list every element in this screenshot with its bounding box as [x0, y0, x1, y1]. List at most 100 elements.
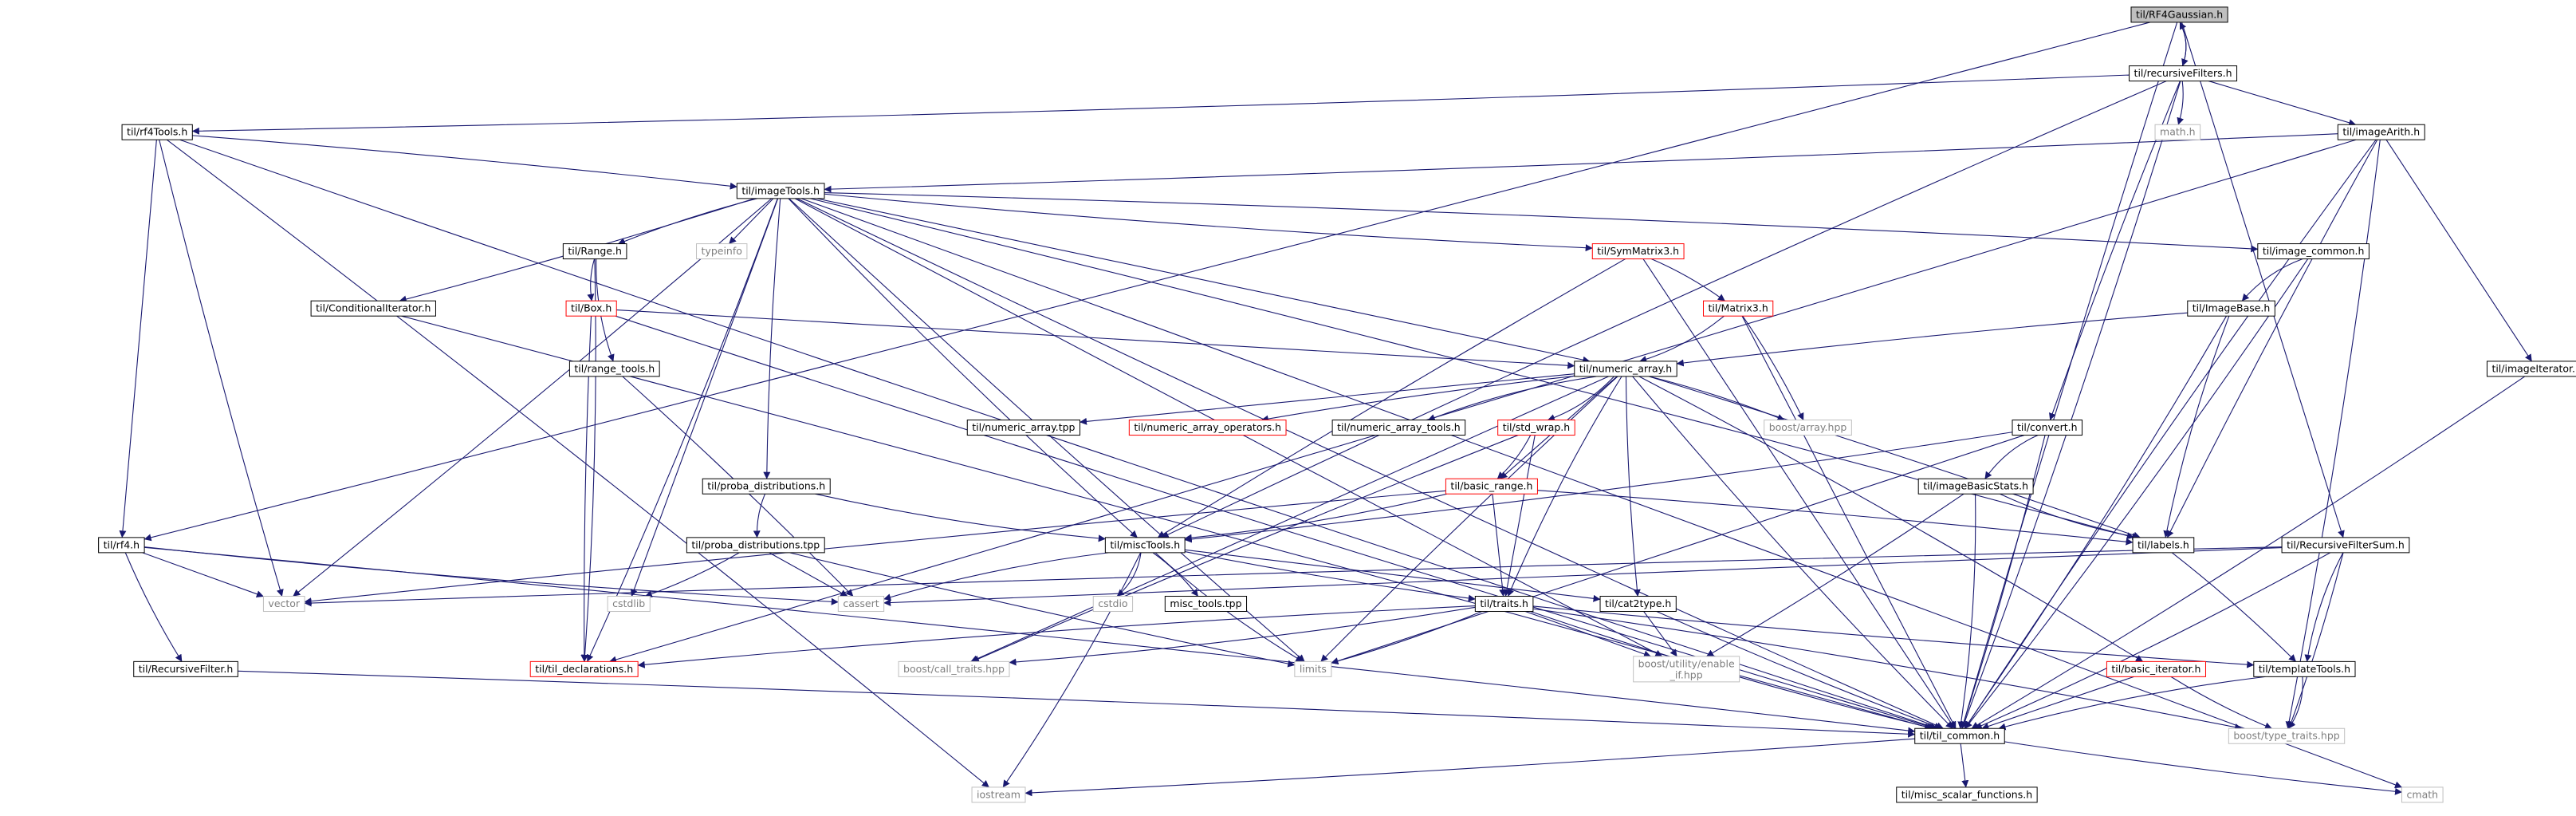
- edge-imageTools-to-numeric_array: [816, 198, 1591, 364]
- node-misctools[interactable]: til/miscTools.h: [1104, 537, 1186, 554]
- node-box: [2257, 243, 2370, 260]
- node-imageiterator[interactable]: til/imageIterator.h: [2486, 361, 2576, 377]
- node-cassert: cassert: [837, 596, 885, 613]
- node-til-declarations[interactable]: til/til_declarations.h: [529, 660, 639, 677]
- node-imagetools[interactable]: til/imageTools.h: [736, 183, 825, 199]
- node-box: [607, 596, 651, 613]
- node-label: til/rf4.h: [104, 538, 140, 550]
- node-label: boost/utility/enable: [1638, 657, 1735, 669]
- node-label: til/til_common.h: [1920, 730, 2000, 742]
- node-label: til/ConditionalIterator.h: [316, 302, 431, 314]
- node-label: til/image_common.h: [2263, 245, 2365, 257]
- node-label: cmath: [2407, 788, 2439, 800]
- node-boost-array: boost/array.hpp: [1764, 420, 1852, 436]
- edge-SymMatrix3-to-til_common: [1642, 258, 1956, 729]
- node-range-tools[interactable]: til/range_tools.h: [568, 361, 660, 377]
- node-labels[interactable]: til/labels.h: [2132, 537, 2195, 554]
- node-label: til/ImageBase.h: [2193, 302, 2271, 314]
- node-imagearith[interactable]: til/imageArith.h: [2337, 124, 2425, 140]
- node-range[interactable]: til/Range.h: [562, 243, 627, 260]
- node-label: til/imageArith.h: [2342, 126, 2420, 138]
- node-conditionaliterator[interactable]: til/ConditionalIterator.h: [310, 300, 436, 317]
- node-imagebase[interactable]: til/ImageBase.h: [2187, 300, 2275, 317]
- node-label: til/RF4Gaussian.h: [2136, 8, 2223, 20]
- node-recursivefiltersum[interactable]: til/RecursiveFilterSum.h: [2281, 537, 2410, 554]
- node-box: [121, 124, 193, 140]
- edge-rf4Tools-to-imageTools: [192, 135, 737, 190]
- node-label: til/basic_range.h: [1450, 480, 1532, 492]
- edge-convert-to-imageBasicStats: [1984, 435, 2039, 479]
- node-label: boost/call_traits.hpp: [903, 663, 1005, 675]
- node-numeric-array-tpp[interactable]: til/numeric_array.tpp: [966, 420, 1081, 436]
- edge-miscTools-to-cat2type: [1185, 549, 1601, 602]
- node-recursivefilters[interactable]: til/recursiveFilters.h: [2129, 65, 2238, 82]
- node-label: til/proba_distributions.h: [707, 480, 825, 492]
- node-label: til/Range.h: [568, 245, 622, 257]
- node-til-common[interactable]: til/til_common.h: [1914, 727, 2005, 744]
- node-misc-tools-tpp[interactable]: misc_tools.tpp: [1164, 596, 1248, 613]
- edge-numeric_array-to-std_wrap: [1547, 376, 1614, 421]
- node-math: math.h: [2154, 124, 2201, 140]
- node-numeric-array-tools[interactable]: til/numeric_array_tools.h: [1331, 420, 1466, 436]
- node-matrix3[interactable]: til/Matrix3.h: [1703, 300, 1774, 317]
- node-box: [133, 660, 238, 677]
- node-cat2type[interactable]: til/cat2type.h: [1599, 596, 1677, 613]
- edge-basic_range-to-labels: [1537, 490, 2134, 546]
- edge-recursiveFilters-to-RF4Gaussian: [2179, 22, 2187, 66]
- edge-ImageBase-to-til_common: [1964, 315, 2227, 729]
- node-misc-scalar-functions[interactable]: til/misc_scalar_functions.h: [1896, 786, 2038, 803]
- node-convert[interactable]: til/convert.h: [2012, 420, 2083, 436]
- edge-basic_iterator-to-til_common: [1981, 676, 2134, 730]
- node-label: cstdlib: [612, 597, 645, 609]
- node-box: [1294, 660, 1332, 677]
- edge-basic_iterator-to-boost_type_traits: [2170, 676, 2272, 730]
- node-rf4[interactable]: til/rf4.h: [98, 537, 145, 554]
- edge-traits-to-templateTools: [1532, 605, 2255, 668]
- edge-rf4Tools-to-vector: [159, 140, 284, 597]
- node-proba-distributions[interactable]: til/proba_distributions.h: [702, 478, 831, 495]
- edge-miscTools-to-cstdio: [1116, 552, 1142, 597]
- node-box: [1764, 420, 1852, 436]
- edge-imageTools-to-Range: [617, 198, 758, 245]
- node-label: til/numeric_array_tools.h: [1337, 421, 1461, 433]
- node-rf4tools[interactable]: til/rf4Tools.h: [121, 124, 193, 140]
- edge-std_wrap-to-boost_call_traits: [972, 435, 1519, 663]
- node-templatetools[interactable]: til/templateTools.h: [2253, 660, 2356, 677]
- node-box: [696, 243, 748, 260]
- edge-numeric_array-to-numeric_array_tools: [1427, 376, 1597, 421]
- node-label: til/numeric_array_operators.h: [1134, 421, 1281, 433]
- node-basic-range[interactable]: til/basic_range.h: [1445, 478, 1538, 495]
- node-label: til/miscTools.h: [1110, 538, 1180, 550]
- node-label: til/imageTools.h: [741, 184, 820, 196]
- node-symmatrix3[interactable]: til/SymMatrix3.h: [1591, 243, 1685, 260]
- edge-imageTools-to-proba_distributions: [763, 198, 781, 479]
- node-box: [702, 478, 831, 495]
- edge-til_common-to-misc_scalar_functions: [1960, 743, 1969, 788]
- node-box: [529, 660, 639, 677]
- node-label: til/Box.h: [571, 302, 612, 314]
- node-imagebasicstats[interactable]: til/imageBasicStats.h: [1917, 478, 2034, 495]
- edge-imageArith-to-imageIterator: [2385, 139, 2532, 362]
- edge-basic_range-to-vector: [304, 490, 1446, 605]
- node-numeric-array[interactable]: til/numeric_array.h: [1574, 361, 1677, 377]
- edge-traits-to-til_declarations: [637, 605, 1476, 668]
- node-basic-iterator[interactable]: til/basic_iterator.h: [2106, 660, 2206, 677]
- node-image-common[interactable]: til/image_common.h: [2257, 243, 2370, 260]
- node-label: til/range_tools.h: [574, 362, 655, 374]
- node-numeric-array-operators[interactable]: til/numeric_array_operators.h: [1128, 420, 1287, 436]
- node-std-wrap[interactable]: til/std_wrap.h: [1497, 420, 1575, 436]
- edge-imageBasicStats-to-boost_enable_if: [1706, 493, 1964, 657]
- node-traits[interactable]: til/traits.h: [1474, 596, 1534, 613]
- node-boost-type-traits: boost/type_traits.hpp: [2228, 727, 2346, 744]
- node-box[interactable]: til/Box.h: [565, 300, 617, 317]
- node-recursivefilter[interactable]: til/RecursiveFilter.h: [133, 660, 238, 677]
- node-label: til/RecursiveFilterSum.h: [2287, 538, 2405, 550]
- edge-numeric_array-to-labels: [1648, 376, 2141, 539]
- node-proba-distributions-tpp[interactable]: til/proba_distributions.tpp: [686, 537, 825, 554]
- node-rf4gaussian[interactable]: til/RF4Gaussian.h: [2130, 6, 2228, 23]
- edge-rf4-to-vector: [142, 552, 264, 598]
- edge-traits-to-boost_call_traits: [1009, 606, 1476, 666]
- node-label: til/cat2type.h: [1605, 597, 1671, 609]
- edge-traits-to-boost_enable_if: [1524, 611, 1651, 658]
